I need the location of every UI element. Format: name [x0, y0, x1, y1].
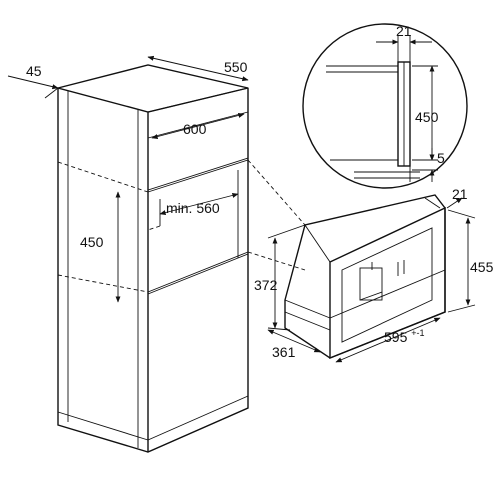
dimension-labels: 45 550 600 min. 560 450 372 361 595 +-1 …	[26, 23, 494, 360]
dim-appliance-depth: 372	[254, 277, 278, 293]
dim-cabinet-width: 600	[183, 121, 207, 137]
dim-detail-depth: 21	[396, 23, 412, 39]
dim-appliance-width-value: 595	[384, 329, 408, 345]
dim-cabinet-depth-offset: 45	[26, 63, 42, 79]
tall-cabinet	[55, 64, 249, 453]
dim-niche-height: 450	[80, 234, 104, 250]
dim-appliance-front-depth: 21	[452, 186, 468, 202]
dim-appliance-width-tolerance: +-1	[411, 328, 424, 338]
dim-appliance-height: 455	[470, 259, 494, 275]
dim-niche-width-min: min. 560	[166, 200, 220, 216]
dim-cabinet-depth: 550	[224, 59, 248, 75]
dim-appliance-side-depth: 361	[272, 344, 296, 360]
detail-circle	[302, 23, 468, 189]
dim-appliance-width: 595 +-1	[384, 328, 425, 345]
dim-detail-height: 450	[415, 109, 439, 125]
dimension-lines	[7, 55, 476, 363]
dim-detail-gap: 5	[437, 150, 445, 166]
guide-lines	[57, 159, 306, 293]
